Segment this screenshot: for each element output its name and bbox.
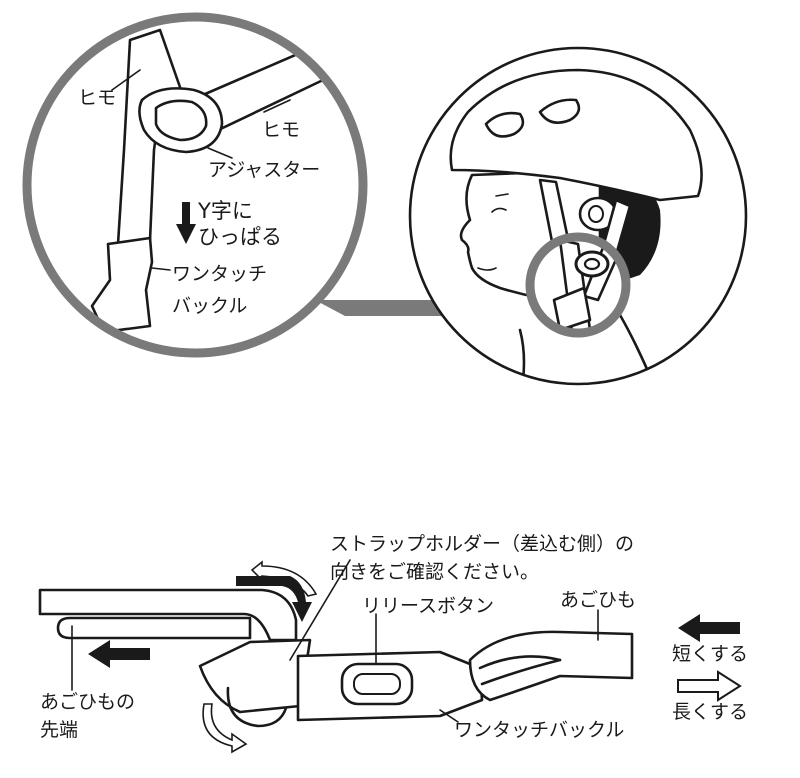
label-adjuster: アジャスター	[208, 159, 320, 181]
release-button	[342, 664, 412, 704]
strap-detail-circle: ヒモ ヒモ アジャスター Y字に ひっぱる ワンタッチ バックル	[27, 17, 363, 353]
strap-end	[58, 618, 250, 638]
label-shorten: 短くする	[672, 643, 748, 665]
label-chin-strap: あごひも	[560, 589, 636, 611]
shorten-arrow	[678, 614, 740, 642]
strap-holder	[200, 640, 310, 712]
label-buckle-line2: バックル	[172, 295, 247, 317]
lengthen-arrow	[678, 672, 740, 700]
label-holder-line1: ストラップホルダー（差込む側）の	[330, 533, 634, 555]
label-strap-end-line1: あごひもの	[40, 691, 135, 713]
bottom-figure: ストラップホルダー（差込む側）の 向きをご確認ください。 リリースボタン あごひ…	[40, 533, 748, 752]
label-pull-line1: Y字に	[197, 199, 253, 223]
label-release-button: リリースボタン	[362, 595, 494, 617]
child-helmet-circle	[410, 48, 746, 400]
left-arrow	[88, 640, 150, 668]
label-lengthen: 長くする	[672, 701, 748, 723]
label-strap-end-line2: 先端	[40, 719, 78, 741]
label-pull-line2: ひっぱる	[198, 225, 282, 249]
label-himo-right: ヒモ	[262, 119, 300, 141]
chin-strap	[470, 632, 632, 700]
top-figure: ヒモ ヒモ アジャスター Y字に ひっぱる ワンタッチ バックル	[27, 17, 746, 400]
label-himo-left: ヒモ	[78, 87, 116, 109]
label-buckle: ワンタッチバックル	[454, 719, 624, 741]
adjuster-zoom-ring	[530, 237, 626, 333]
label-buckle-line1: ワンタッチ	[172, 263, 267, 285]
label-holder-line2: 向きをご確認ください。	[330, 561, 539, 583]
